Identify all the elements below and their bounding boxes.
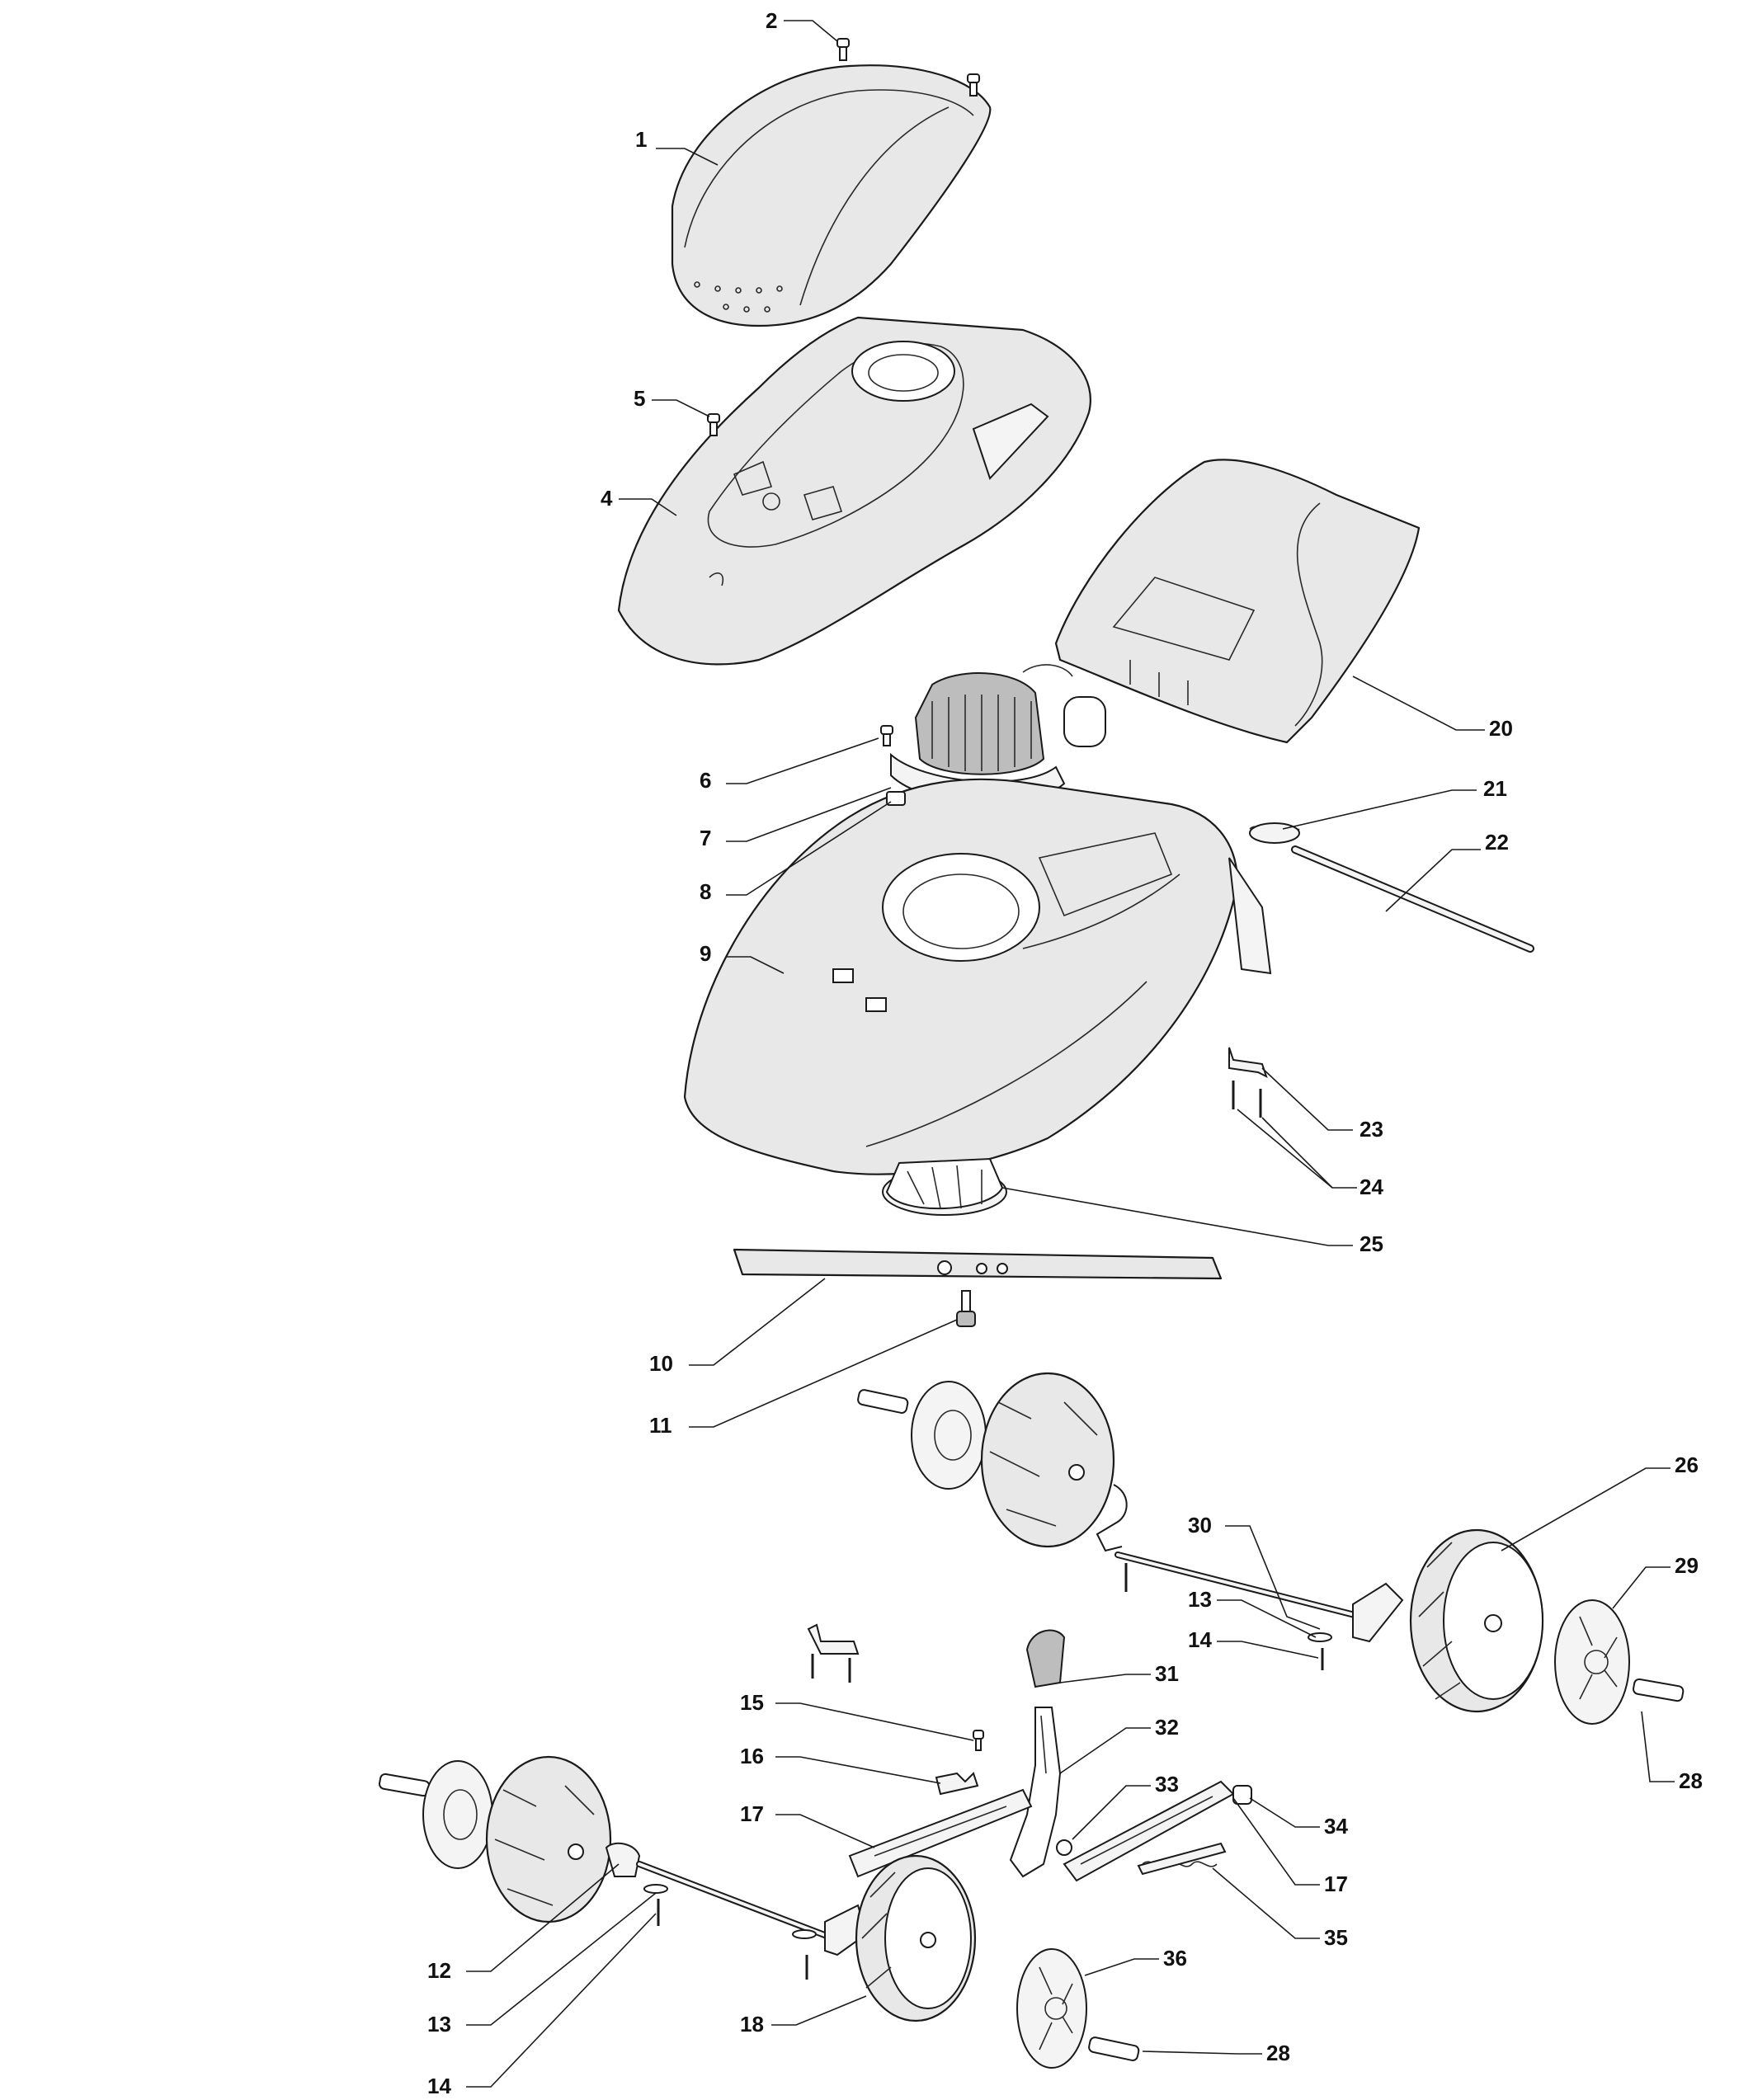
part-axle-30 <box>1096 1484 1404 1670</box>
callout-23: 23 <box>1360 1117 1383 1142</box>
callout-21: 21 <box>1483 776 1507 801</box>
part-front-wheel-18 <box>855 1854 977 2022</box>
part-link-17-left <box>848 1788 1033 1878</box>
part-motor <box>890 664 1106 804</box>
callout-16: 16 <box>740 1744 764 1768</box>
callout-18: 18 <box>740 2012 764 2036</box>
callout-2: 2 <box>766 8 777 33</box>
callout-28-lower: 28 <box>1266 2041 1290 2065</box>
callout-6: 6 <box>700 768 711 793</box>
callout-36: 36 <box>1163 1946 1187 1971</box>
callout-7: 7 <box>700 826 711 850</box>
part-top-cover <box>671 64 992 327</box>
callout-20: 20 <box>1489 716 1513 741</box>
callout-33: 33 <box>1155 1772 1179 1796</box>
callout-22: 22 <box>1485 830 1509 855</box>
part-rear-wheel-26 <box>1409 1528 1544 1713</box>
part-washer-33 <box>1056 1839 1072 1856</box>
callout-14-upper: 14 <box>1188 1627 1212 1652</box>
part-screw-2 <box>836 38 980 97</box>
callout-9: 9 <box>700 941 711 966</box>
callouts: 2 1 5 4 6 7 8 9 20 21 22 23 24 25 10 11 … <box>427 8 1703 2098</box>
callout-24: 24 <box>1360 1175 1383 1199</box>
part-hub-cap-29 <box>1554 1599 1630 1725</box>
part-lever-32 <box>1009 1707 1062 1878</box>
part-spring-21 <box>1249 822 1300 844</box>
part-bracket-upper-left <box>807 1623 860 1683</box>
callout-11: 11 <box>649 1413 672 1438</box>
part-deck <box>683 778 1272 1175</box>
callout-17-left: 17 <box>740 1801 764 1826</box>
callout-28-right: 28 <box>1679 1768 1703 1793</box>
part-grass-box-lid <box>1054 459 1421 744</box>
callout-4: 4 <box>601 486 613 511</box>
callout-13-upper: 13 <box>1188 1587 1212 1612</box>
callout-17-right: 17 <box>1324 1872 1348 1896</box>
callout-30: 30 <box>1188 1513 1212 1537</box>
part-hub-cap-36 <box>1016 1948 1087 2069</box>
callout-25: 25 <box>1360 1231 1383 1256</box>
part-clip-16 <box>935 1772 979 1796</box>
callout-1: 1 <box>635 127 647 152</box>
part-upper-housing <box>617 316 1091 666</box>
part-spring-35 <box>1137 1842 1227 1876</box>
part-rear-wheel-left-upper <box>857 1372 1115 1548</box>
part-screw-15 <box>973 1730 984 1751</box>
callout-26: 26 <box>1675 1453 1699 1477</box>
part-screw-6 <box>880 725 893 746</box>
part-bolt-28-lower <box>1088 2036 1140 2061</box>
leader-lines <box>466 20 1675 2088</box>
callout-35: 35 <box>1324 1925 1348 1950</box>
callout-31: 31 <box>1155 1661 1179 1686</box>
part-front-wheel-left <box>379 1755 612 1923</box>
part-fan-25 <box>882 1157 1007 1216</box>
callout-29: 29 <box>1675 1553 1699 1578</box>
part-axle-12 <box>605 1842 868 1980</box>
callout-14-lower: 14 <box>427 2074 451 2098</box>
part-blade-10 <box>733 1248 1223 1280</box>
callout-32: 32 <box>1155 1715 1179 1740</box>
part-screw-5 <box>707 413 720 436</box>
callout-13-lower: 13 <box>427 2012 451 2036</box>
callout-8: 8 <box>700 879 711 904</box>
callout-12: 12 <box>427 1958 451 1983</box>
part-rod-22 <box>1291 845 1534 953</box>
callout-5: 5 <box>634 386 645 411</box>
callout-15: 15 <box>740 1690 764 1715</box>
part-knob-34 <box>1232 1785 1252 1805</box>
part-bracket-23 <box>1228 1047 1268 1118</box>
callout-10: 10 <box>649 1351 673 1376</box>
callout-34: 34 <box>1324 1814 1348 1839</box>
part-handle-grip-31 <box>1025 1629 1066 1688</box>
part-bolt-28-right <box>1633 1678 1685 1702</box>
part-screw-8 <box>886 791 906 806</box>
part-bolt-11 <box>956 1290 976 1327</box>
